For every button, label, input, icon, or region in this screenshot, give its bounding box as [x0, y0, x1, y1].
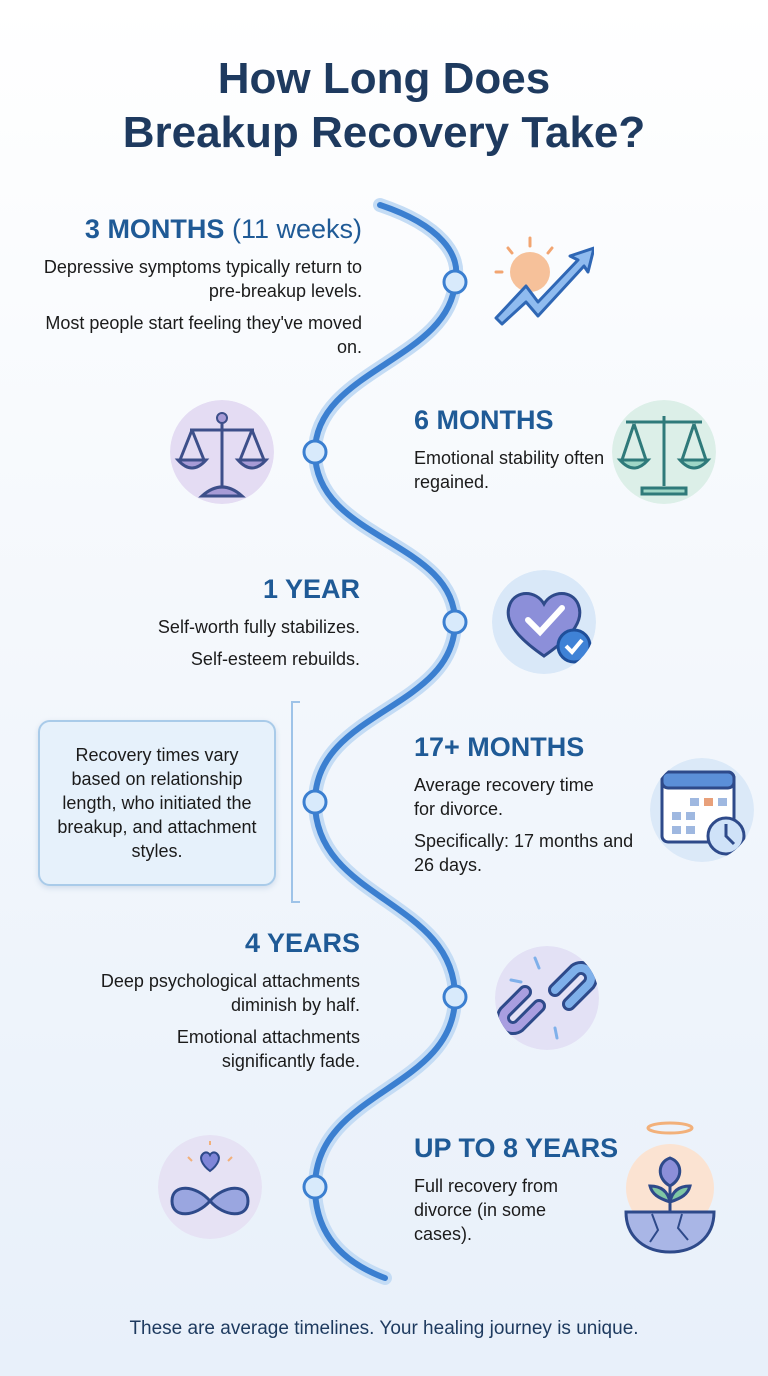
milestone-1-year: 1 YEAR Self-worth fully stabilizes. Self…	[157, 574, 360, 669]
timeline-node	[442, 609, 468, 635]
milestone-17-months: 17+ MONTHS Average recovery time for div…	[414, 732, 634, 875]
flower-growing-icon	[624, 1121, 716, 1254]
broken-chain-icon	[495, 946, 599, 1050]
balance-scale-icon	[612, 400, 716, 504]
timeline-node	[302, 789, 328, 815]
sun-rising-arrow-icon	[494, 236, 594, 326]
bracket	[291, 701, 300, 903]
milestone-4-years: 4 YEARS Deep psychological attachments d…	[100, 928, 360, 1071]
milestone-3-months: 3 MONTHS (11 weeks) Depressive symptoms …	[43, 214, 362, 357]
infinity-heart-icon	[158, 1135, 262, 1239]
milestone-up-to-8-years: UP TO 8 YEARS Full recovery from divorce…	[414, 1133, 619, 1244]
milestone-6-months: 6 MONTHS Emotional stability often regai…	[414, 405, 605, 492]
footer-note: These are average timelines. Your healin…	[129, 1318, 639, 1339]
timeline-node	[442, 984, 468, 1010]
page-title: How Long Does Breakup Recovery Take?	[122, 54, 646, 157]
balance-scale-icon	[170, 400, 274, 504]
heart-check-icon	[492, 570, 596, 674]
recovery-note-callout: Recovery times vary based on relationshi…	[38, 720, 276, 886]
timeline-node	[302, 439, 328, 465]
timeline-node	[442, 269, 468, 295]
timeline-node	[302, 1174, 328, 1200]
calendar-clock-icon	[650, 758, 754, 862]
